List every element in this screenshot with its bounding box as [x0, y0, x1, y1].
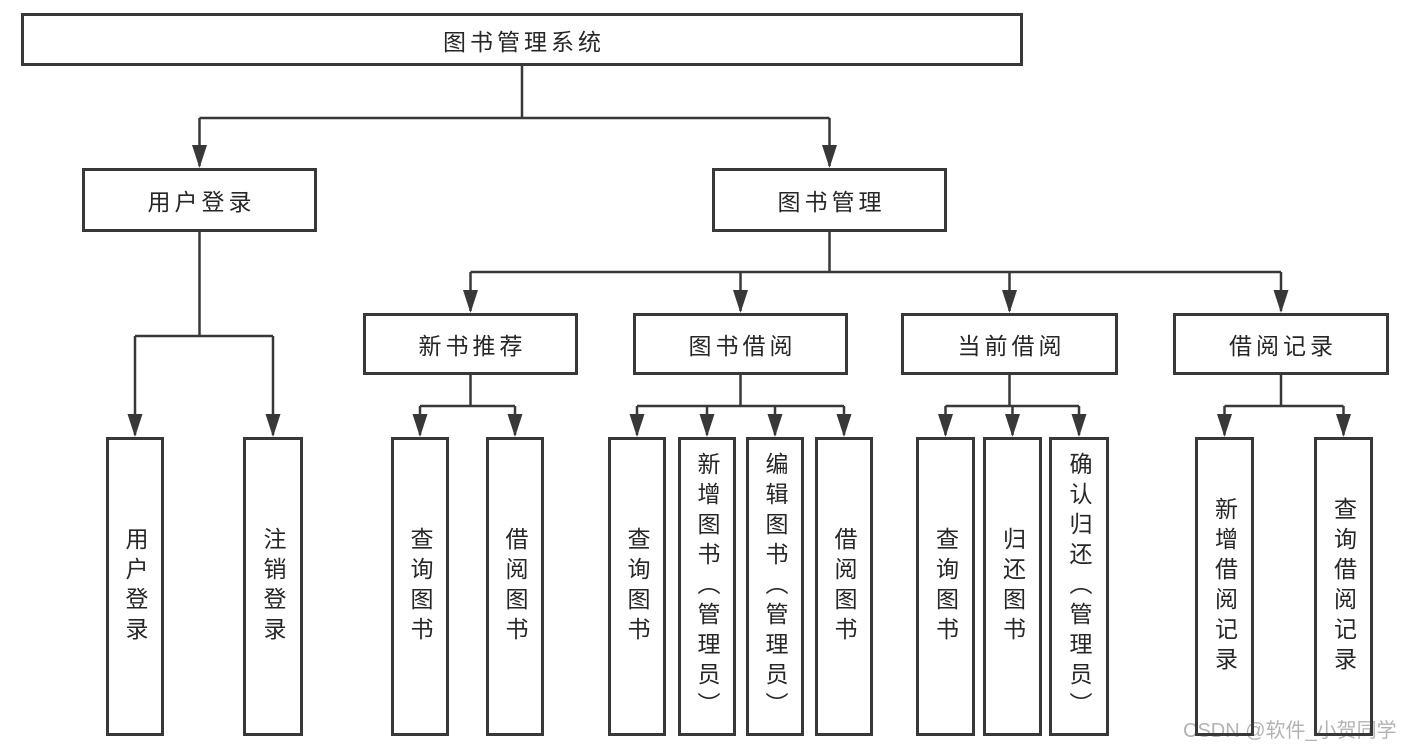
arrowhead-icon	[1336, 414, 1351, 437]
csdn-watermark: CSDN @软件_小贺同学	[1183, 720, 1397, 742]
arrowhead-icon	[822, 145, 837, 168]
leaf-borrow-books-2: 借阅图书	[815, 437, 873, 736]
arrowhead-icon	[1217, 414, 1232, 437]
arrowhead-icon	[507, 414, 523, 437]
leaf-return-book: 归还图书	[983, 437, 1042, 736]
node-book-borrowing: 图书借阅	[633, 313, 848, 375]
node-borrowing-records-label: 借阅记录	[1229, 333, 1337, 359]
leaf-borrow-books-1-label: 借阅图书	[502, 526, 528, 647]
node-root-label: 图书管理系统	[443, 28, 605, 55]
leaf-query-borrow-record: 查询借阅记录	[1314, 437, 1373, 736]
arrowhead-icon	[1005, 414, 1020, 437]
node-user-login-label: 用户登录	[147, 189, 256, 215]
leaf-confirm-return-admin-label: 确认归还（管理员）	[1066, 451, 1092, 722]
arrowhead-icon	[412, 414, 428, 437]
node-book-management-label: 图书管理	[777, 189, 886, 215]
leaf-edit-book-admin: 编辑图书（管理员）	[746, 437, 804, 736]
leaf-logout: 注销登录	[243, 437, 303, 736]
leaf-add-borrow-record-label: 新增借阅记录	[1211, 496, 1238, 677]
node-book-management: 图书管理	[712, 168, 947, 232]
leaf-borrow-books-2-label: 借阅图书	[831, 526, 857, 647]
leaf-add-book-admin: 新增图书（管理员）	[678, 437, 736, 736]
leaf-confirm-return-admin: 确认归还（管理员）	[1049, 437, 1109, 736]
node-root: 图书管理系统	[21, 13, 1023, 66]
arrowhead-icon	[699, 414, 715, 437]
arrowhead-icon	[938, 414, 953, 437]
arrowhead-icon	[767, 414, 783, 437]
arrowhead-icon	[127, 414, 143, 437]
leaf-edit-book-admin-label: 编辑图书（管理员）	[762, 451, 788, 722]
node-new-book-recommend-label: 新书推荐	[418, 333, 527, 359]
leaf-query-books-3: 查询图书	[916, 437, 975, 736]
leaf-query-books-2-label: 查询图书	[624, 526, 650, 647]
leaf-borrow-books-1: 借阅图书	[486, 437, 544, 736]
node-current-borrowing-label: 当前借阅	[957, 333, 1066, 359]
node-new-book-recommend: 新书推荐	[363, 313, 578, 375]
leaf-query-books-2: 查询图书	[608, 437, 666, 736]
arrowhead-icon	[192, 145, 207, 168]
leaf-user-login: 用户登录	[106, 437, 164, 736]
arrowhead-icon	[1071, 414, 1087, 437]
arrowhead-icon	[836, 414, 852, 437]
leaf-query-borrow-record-label: 查询借阅记录	[1330, 496, 1357, 677]
node-borrowing-records: 借阅记录	[1173, 313, 1389, 375]
node-book-borrowing-label: 图书借阅	[688, 333, 797, 359]
node-user-login: 用户登录	[82, 168, 317, 232]
leaf-query-books-1-label: 查询图书	[407, 526, 433, 647]
node-current-borrowing: 当前借阅	[901, 313, 1118, 375]
arrowhead-icon	[463, 290, 478, 313]
connector-lines	[133, 66, 1345, 435]
arrowhead-icon	[265, 414, 281, 437]
leaf-query-books-3-label: 查询图书	[932, 526, 959, 647]
arrowhead-icon	[1002, 290, 1017, 313]
leaf-user-login-label: 用户登录	[122, 526, 148, 647]
arrowhead-icon	[1273, 290, 1289, 313]
leaf-return-book-label: 归还图书	[999, 526, 1026, 647]
arrowhead-icon	[629, 414, 645, 437]
arrowhead-icons	[127, 145, 1351, 437]
arrowhead-icon	[733, 290, 748, 313]
leaf-add-book-admin-label: 新增图书（管理员）	[694, 451, 720, 722]
leaf-add-borrow-record: 新增借阅记录	[1195, 437, 1254, 736]
leaf-logout-label: 注销登录	[260, 526, 286, 647]
leaf-query-books-1: 查询图书	[391, 437, 449, 736]
